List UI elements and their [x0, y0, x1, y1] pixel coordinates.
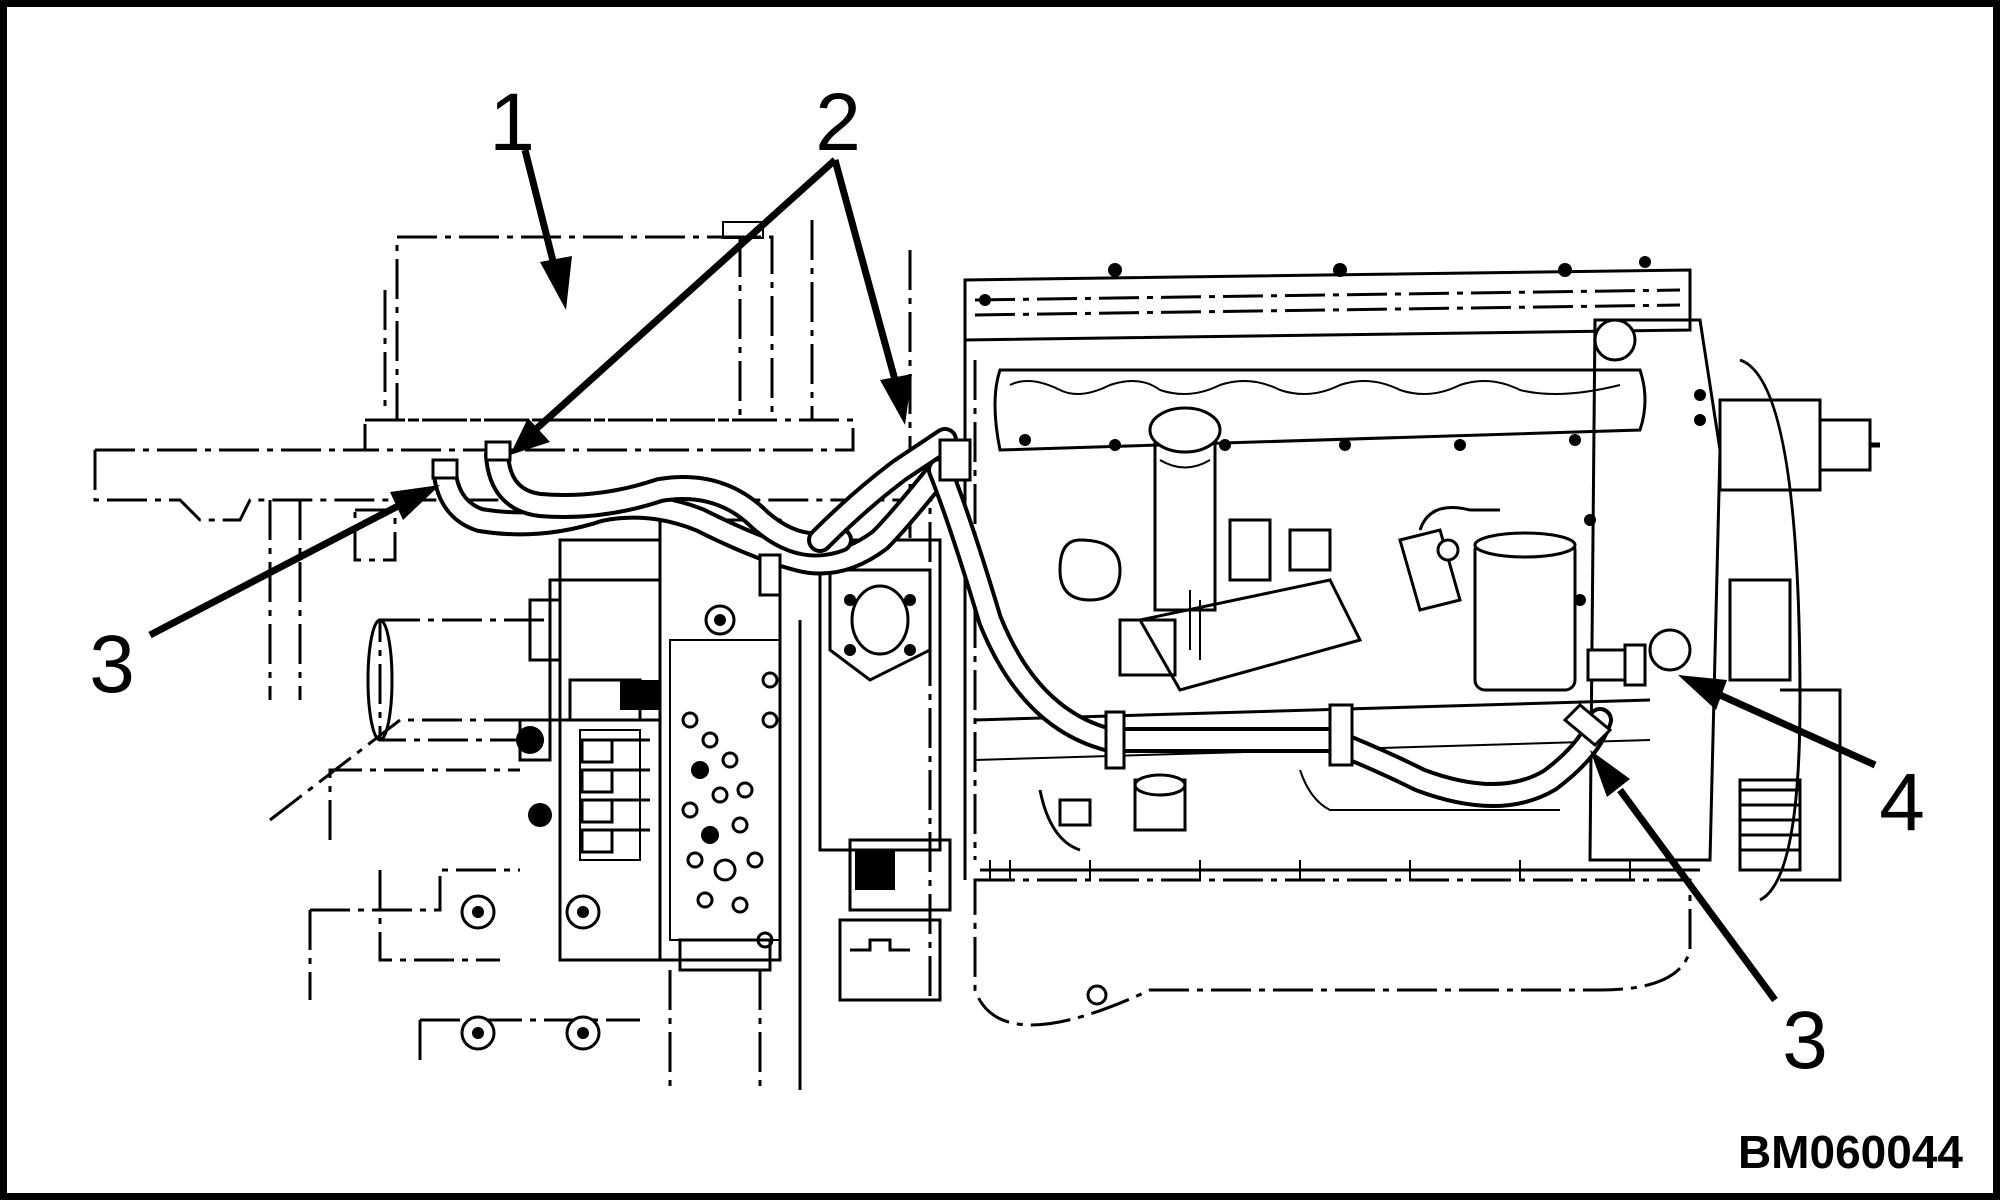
component-box	[93, 220, 960, 522]
phantom-lines-left	[268, 500, 640, 1060]
bell-housing	[798, 250, 952, 1090]
hose-assembly	[431, 427, 1647, 808]
leader-arrows	[148, 149, 1877, 1003]
engine-block	[963, 256, 1880, 1027]
figure-code: BM060044	[1738, 1126, 1963, 1178]
callout-4: 4	[1879, 757, 1925, 848]
callout-3-left: 3	[89, 619, 135, 710]
callout-2: 2	[815, 77, 861, 168]
valve-body	[366, 518, 782, 1090]
callout-1: 1	[489, 77, 535, 168]
callout-3-right: 3	[1782, 995, 1828, 1086]
